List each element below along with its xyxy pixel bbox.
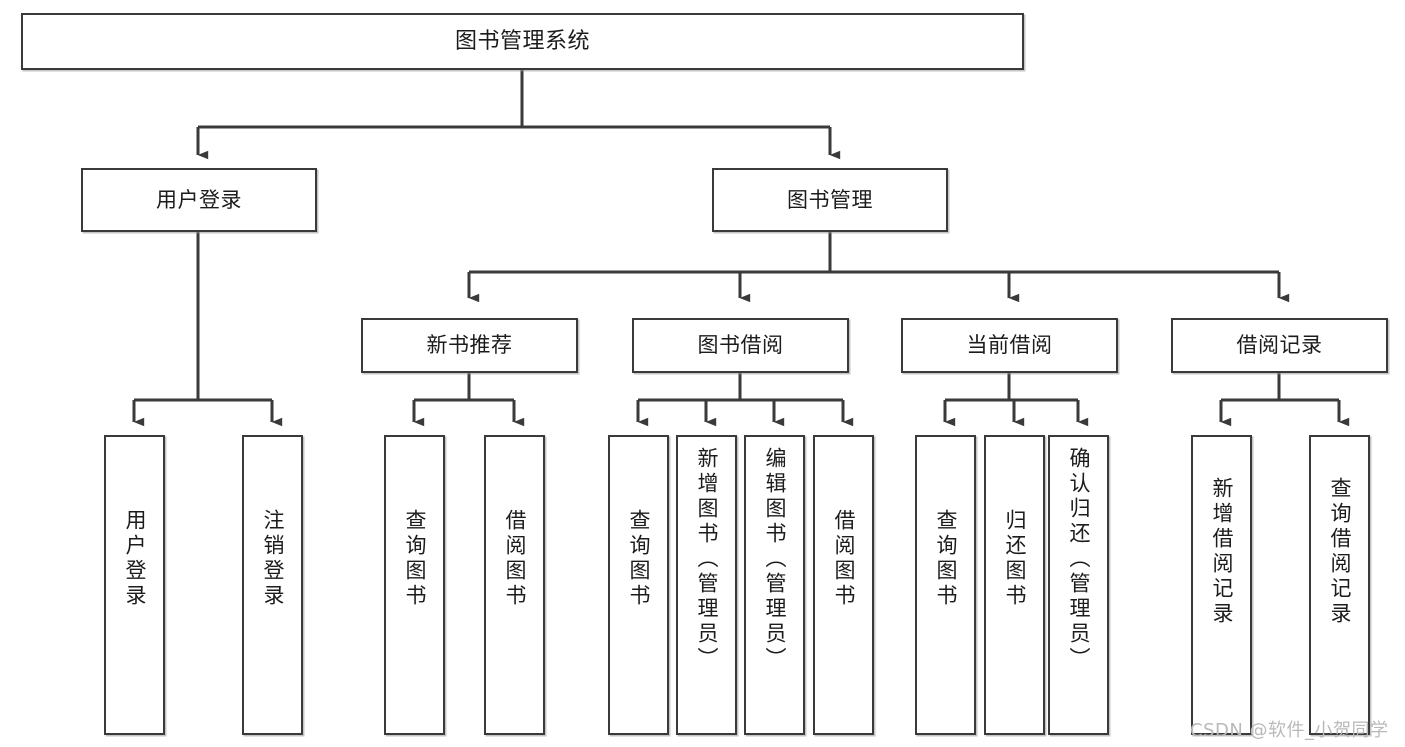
leaf-current-borrow-query-book[interactable]: 查询图书 [915, 435, 976, 735]
node-current-borrow[interactable]: 当前借阅 [901, 318, 1118, 373]
node-label: 用户登录 [123, 509, 147, 609]
leaf-new-book-borrow-book[interactable]: 借阅图书 [484, 435, 545, 735]
leaf-new-book-query-book[interactable]: 查询图书 [384, 435, 445, 735]
node-label: 查询图书 [934, 509, 958, 609]
leaf-borrow-record-add-record[interactable]: 新增借阅记录 [1191, 435, 1252, 735]
leaf-user-login-logout[interactable]: 注销登录 [242, 435, 303, 735]
node-new-book-recommend[interactable]: 新书推荐 [361, 318, 578, 373]
node-label: 查询借阅记录 [1328, 477, 1352, 627]
node-label: 新书推荐 [426, 333, 513, 358]
node-label: 确认归还（管理员） [1067, 447, 1091, 672]
node-label: 借阅图书 [503, 509, 527, 609]
node-label: 图书管理 [787, 187, 873, 212]
leaf-book-borrow-query-book[interactable]: 查询图书 [608, 435, 669, 735]
node-root-book-management-system[interactable]: 图书管理系统 [21, 13, 1024, 70]
node-label: 归还图书 [1003, 509, 1027, 609]
node-borrow-record[interactable]: 借阅记录 [1171, 318, 1388, 373]
leaf-book-borrow-borrow-book[interactable]: 借阅图书 [813, 435, 874, 735]
leaf-book-borrow-edit-book-admin[interactable]: 编辑图书（管理员） [744, 435, 805, 735]
node-book-borrow[interactable]: 图书借阅 [632, 318, 849, 373]
node-label: 借阅图书 [832, 509, 856, 609]
node-label: 查询图书 [403, 509, 427, 609]
leaf-borrow-record-query-record[interactable]: 查询借阅记录 [1309, 435, 1370, 735]
node-label: 借阅记录 [1236, 333, 1323, 358]
leaf-book-borrow-add-book-admin[interactable]: 新增图书（管理员） [676, 435, 737, 735]
leaf-current-borrow-confirm-return-admin[interactable]: 确认归还（管理员） [1048, 435, 1109, 735]
node-book-management[interactable]: 图书管理 [712, 168, 948, 232]
node-label: 编辑图书（管理员） [763, 447, 787, 672]
node-label: 图书借阅 [697, 333, 784, 358]
node-label: 注销登录 [261, 509, 285, 609]
node-label: 新增借阅记录 [1210, 477, 1234, 627]
node-user-login[interactable]: 用户登录 [81, 168, 317, 232]
node-label: 新增图书（管理员） [695, 447, 719, 672]
leaf-current-borrow-return-book[interactable]: 归还图书 [984, 435, 1045, 735]
csdn-watermark: CSDN @软件_小贺同学 [1190, 720, 1389, 741]
node-label: 图书管理系统 [454, 28, 590, 54]
leaf-user-login-login[interactable]: 用户登录 [104, 435, 165, 735]
node-label: 查询图书 [627, 509, 651, 609]
node-label: 用户登录 [156, 187, 242, 212]
node-label: 当前借阅 [966, 333, 1053, 358]
